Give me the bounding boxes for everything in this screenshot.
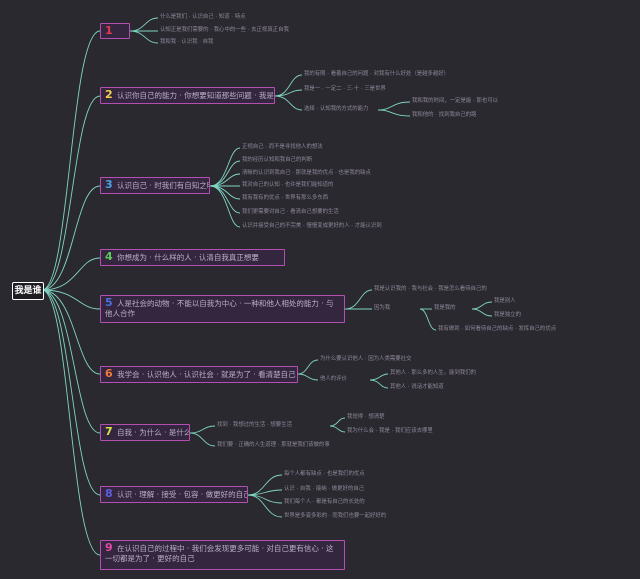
leaf-text: 我为什么会 · 我是 · 我们应该去哪里 bbox=[347, 428, 433, 434]
branch-number: 5 bbox=[105, 296, 113, 309]
leaf-text: 我和他的 · 找到我自己的路 bbox=[412, 112, 477, 118]
branch-text: 你想成为 · 什么样的人 · 认清自我真正想要 bbox=[117, 253, 259, 262]
leaf-text: 我是一 · 一定二 · 三·十 · 三是世界 bbox=[304, 86, 386, 92]
leaf-text: 我是别人 bbox=[494, 298, 516, 304]
leaf-text: 清晰的认识到我自己 · 那就是我的优点 · 也是我的缺点 bbox=[242, 170, 371, 176]
branch-node-8[interactable]: 8 认识 · 理解 · 接受 · 包容 · 做更好的自己 bbox=[100, 486, 248, 503]
branch-number: 1 bbox=[105, 24, 113, 37]
branch-number: 8 bbox=[105, 487, 113, 500]
leaf-text: 我有我有的优点 · 世界有那么多东西 bbox=[242, 195, 329, 201]
branch-node-4[interactable]: 4 你想成为 · 什么样的人 · 认清自我真正想要 bbox=[100, 249, 285, 266]
leaf-text: 我有做到 · 如何看待自己的缺点 · 发挥自己的优点 bbox=[438, 326, 557, 332]
leaf-text: 正视自己 · 而不是寻找他人的想法 bbox=[242, 144, 323, 150]
branch-text: 人是社会的动物 · 不能以自我为中心 · 一种和他人相处的能力 · 与他人合作 bbox=[105, 299, 334, 318]
leaf-text: 我是我的 bbox=[434, 305, 456, 311]
leaf-text: 其他人 · 那么多的人生，能到我们的 bbox=[390, 370, 477, 376]
leaf-text: 世界是多姿多彩的 · 而我们也要一起好好的 bbox=[284, 513, 387, 519]
leaf-text: 我是认识我的 · 我与社会 · 我是怎么看待自己的 bbox=[374, 286, 487, 292]
leaf-text: 每个人都有缺点 · 也是我们的优点 bbox=[284, 471, 365, 477]
branch-node-9[interactable]: 9 在认识自己的过程中 · 我们会发现更多可能 · 对自己更有信心 · 这一切都… bbox=[100, 540, 345, 570]
leaf-text: 认识 · 自我 · 接纳 · 做更好的自己 bbox=[284, 486, 365, 492]
leaf-text: 选择 · 认知我的方式的能力 bbox=[304, 106, 369, 112]
leaf-text: 他人的评价 bbox=[320, 376, 347, 382]
leaf-text: 认识并接受自己的不完美 · 慢慢变成更好的人 · 才能认识到 bbox=[242, 223, 382, 229]
branch-node-5[interactable]: 5 人是社会的动物 · 不能以自我为中心 · 一种和他人相处的能力 · 与他人合… bbox=[100, 295, 345, 323]
branch-node-7[interactable]: 7 自我 · 为什么 · 是什么 bbox=[100, 424, 190, 441]
branch-text: 认识自己 · 时我们有自知之明 bbox=[117, 181, 210, 190]
leaf-text: 我们要 · 正确的人生道理 · 那就是我们该做的事 bbox=[217, 442, 330, 448]
branch-text: 认识 · 理解 · 接受 · 包容 · 做更好的自己 bbox=[117, 490, 248, 499]
leaf-text: 我对自己的认知 · 也许是我们能知道的 bbox=[242, 182, 334, 188]
leaf-text: 什么是我们 · 认识自己 · 知道 · 特点 bbox=[160, 14, 246, 20]
leaf-text: 我和我 · 认识我 · 自我 bbox=[160, 39, 214, 45]
branch-text: 认识你自己的能力 · 你想要知道那些问题 · 我是谁呀 bbox=[117, 91, 275, 100]
leaf-text: 我和我的时间，一定是能 · 那也可以 bbox=[412, 98, 499, 104]
branch-number: 7 bbox=[105, 425, 113, 438]
leaf-text: 我们更需要对自己 · 看清自己想要的生活 bbox=[242, 209, 339, 215]
branch-number: 6 bbox=[105, 367, 113, 380]
branch-text: 自我 · 为什么 · 是什么 bbox=[117, 428, 190, 437]
branch-text: 在认识自己的过程中 · 我们会发现更多可能 · 对自己更有信心 · 这一切都是为… bbox=[105, 544, 334, 563]
leaf-text: 找到 · 我想过的生活 · 想要生活 bbox=[217, 422, 292, 428]
leaf-text: 我觉得 · 想清楚 bbox=[347, 414, 385, 420]
branch-number: 9 bbox=[105, 541, 113, 554]
branch-node-1[interactable]: 1 bbox=[100, 23, 130, 39]
leaf-text: 其他人 · 说话才能知道 bbox=[390, 384, 444, 390]
leaf-text: 我们每个人 · 都是有自己的长处的 bbox=[284, 499, 365, 505]
leaf-text: 我的经历认知和我自己的判断 bbox=[242, 157, 313, 163]
leaf-text: 我的有限 · 看着自己的问题 · 对我有什么好处（是越多越好） bbox=[304, 71, 450, 77]
root-node[interactable]: 我是谁 bbox=[12, 282, 44, 300]
leaf-text: 我是独立的 bbox=[494, 312, 521, 318]
branch-node-2[interactable]: 2 认识你自己的能力 · 你想要知道那些问题 · 我是谁呀 bbox=[100, 87, 275, 104]
leaf-text: 为什么要认识他人 · 因为人类需要社交 bbox=[320, 356, 412, 362]
branch-text: 我学会 · 认识他人 · 认识社会 · 就是为了 · 看清楚自己 bbox=[117, 370, 296, 379]
branch-number: 3 bbox=[105, 178, 113, 191]
branch-node-6[interactable]: 6 我学会 · 认识他人 · 认识社会 · 就是为了 · 看清楚自己 bbox=[100, 366, 298, 383]
branch-number: 2 bbox=[105, 88, 113, 101]
leaf-text: 认知正是我们需要的 · 我心中的一些 · 去正视真正自我 bbox=[160, 27, 289, 33]
branch-number: 4 bbox=[105, 250, 113, 263]
leaf-text: 因为我 bbox=[374, 305, 391, 311]
branch-node-3[interactable]: 3 认识自己 · 时我们有自知之明 bbox=[100, 177, 210, 194]
